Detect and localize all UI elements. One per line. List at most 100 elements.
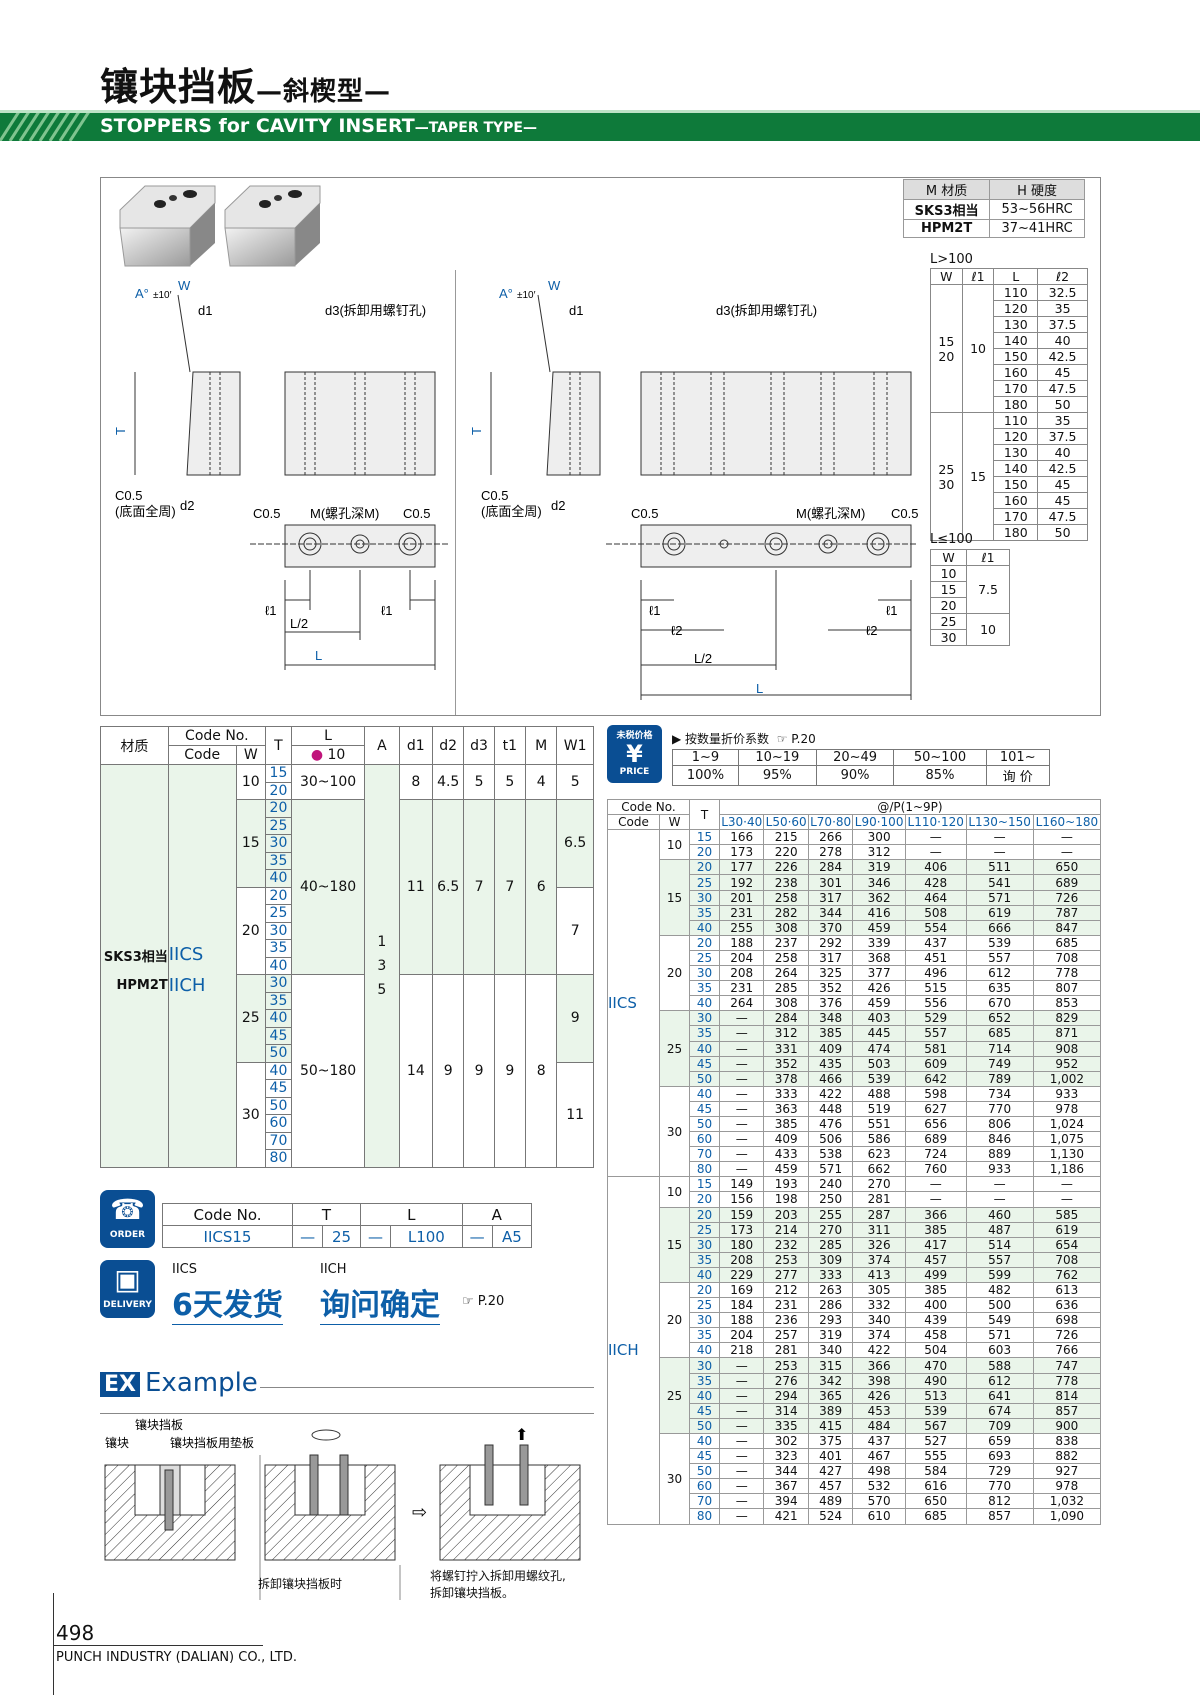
svg-text:⇨: ⇨: [412, 1502, 427, 1522]
svg-text:C0.5: C0.5: [891, 506, 918, 521]
price-icon: 未税价格¥PRICE: [607, 725, 662, 783]
svg-text:ℓ1: ℓ1: [886, 603, 897, 618]
technical-drawing-short: W A° ±10′ d1 d3(拆卸用螺钉孔) T C0.5 (底面全周) d2…: [113, 280, 450, 670]
example-rule: [260, 1387, 594, 1388]
svg-text:L/2: L/2: [290, 616, 308, 631]
col-head: L90·100: [852, 814, 906, 831]
col-head: L30·40: [718, 814, 765, 831]
delivery-iics: 6天发货: [172, 1280, 283, 1325]
svg-text:镶块: 镶块: [105, 1435, 129, 1450]
svg-text:d2: d2: [180, 498, 194, 513]
svg-text:±10′: ±10′: [153, 290, 172, 301]
svg-text:A°: A°: [499, 286, 513, 301]
col-head: L130~150: [965, 814, 1034, 831]
example-caption2: 将螺钉拧入拆卸用螺纹孔,拆卸镶块挡板。: [430, 1569, 566, 1600]
svg-text:A°: A°: [135, 286, 149, 301]
delivery-label-iich: IICH: [320, 1262, 347, 1277]
svg-text:d3(拆卸用螺钉孔): d3(拆卸用螺钉孔): [716, 303, 817, 318]
svg-text:±10′: ±10′: [517, 290, 536, 301]
col-head: L160~180: [1032, 814, 1102, 831]
example-illustration: 镶块挡板 镶块 镶块挡板用垫板 ⇨ ⬆: [104, 1417, 581, 1600]
order-icon: ☎ORDER: [100, 1190, 155, 1248]
col-head: L110·120: [904, 814, 967, 831]
svg-text:ℓ1: ℓ1: [265, 603, 276, 618]
col-head: L50·60: [763, 814, 809, 831]
company-name: PUNCH INDUSTRY (DALIAN) CO., LTD.: [56, 1650, 297, 1665]
svg-text:C0.5: C0.5: [403, 506, 430, 521]
svg-text:L: L: [756, 681, 763, 696]
svg-text:ℓ2: ℓ2: [866, 623, 877, 638]
svg-text:镶块挡板用垫板: 镶块挡板用垫板: [170, 1435, 254, 1450]
example-badge: EX: [100, 1372, 140, 1397]
svg-text:d2: d2: [551, 498, 565, 513]
footer-rule-v: [53, 1593, 54, 1695]
product-photo: [119, 185, 321, 267]
technical-drawing-long: W A° ±10′ d1 d3(拆卸用螺钉孔) T C0.5 (底面全周) d2…: [469, 280, 918, 700]
svg-text:L/2: L/2: [694, 651, 712, 666]
svg-text:d3(拆卸用螺钉孔): d3(拆卸用螺钉孔): [325, 303, 426, 318]
example-caption1: 拆卸镶块挡板时: [258, 1577, 343, 1591]
svg-text:T: T: [469, 427, 484, 435]
col-head: L70·80: [807, 814, 854, 831]
h-t: T: [689, 798, 720, 831]
h-code: Code No.: [607, 798, 690, 816]
delivery-icon: ▣DELIVERY: [100, 1260, 155, 1318]
svg-text:T: T: [113, 427, 128, 435]
subtitle: STOPPERS for CAVITY INSERT—TAPER TYPE—: [100, 115, 537, 137]
svg-text:d1: d1: [569, 303, 583, 318]
title-band: [0, 110, 1200, 141]
svg-text:(底面全周): (底面全周): [481, 504, 542, 519]
footer-rule-h: [53, 1645, 263, 1646]
delivery-label-iics: IICS: [172, 1262, 197, 1277]
example-rule2: [100, 1413, 594, 1414]
svg-text:d1: d1: [198, 303, 212, 318]
delivery-iich: 询问确定: [320, 1280, 440, 1325]
delivery-ref: ☞ P.20: [462, 1294, 505, 1309]
svg-text:ℓ1: ℓ1: [649, 603, 660, 618]
ltab-le-caption: L≤100: [930, 532, 973, 547]
example-title: Example: [145, 1368, 258, 1398]
svg-text:C0.5: C0.5: [115, 488, 142, 503]
svg-text:ℓ1: ℓ1: [381, 603, 392, 618]
svg-text:C0.5: C0.5: [481, 488, 508, 503]
svg-text:W: W: [178, 280, 191, 293]
svg-text:M(螺孔深M): M(螺孔深M): [796, 506, 865, 521]
divider: [455, 270, 456, 715]
svg-text:⬆: ⬆: [515, 1427, 528, 1444]
svg-text:L: L: [315, 648, 322, 663]
